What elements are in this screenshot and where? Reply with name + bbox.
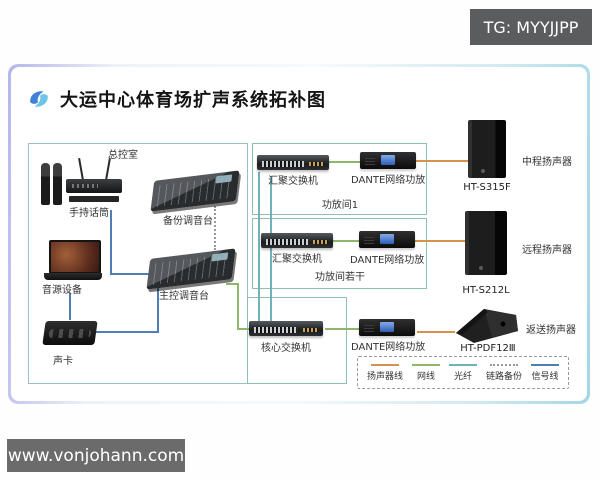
amp-room-n-label: 功放间若干 bbox=[315, 272, 365, 283]
tg-watermark-badge: TG: MYYJJPP bbox=[470, 9, 592, 45]
legend-label: 链路备份 bbox=[485, 371, 522, 382]
net-line-mixer-stub bbox=[226, 283, 238, 285]
net-line-room2 bbox=[331, 240, 359, 242]
aggregation-switch-2-label: 汇聚交换机 bbox=[272, 254, 322, 265]
legend-item-backup-line: 链路备份 bbox=[485, 363, 522, 382]
page-title: 大运中心体育场扩声系统拓补图 bbox=[60, 90, 326, 111]
speaker-monitor-model: HT-PDF12Ⅲ bbox=[460, 343, 516, 354]
handheld-mic-2 bbox=[53, 163, 62, 205]
control-room-label: 总控室 bbox=[108, 150, 138, 161]
legend-swatch-signal-line bbox=[530, 363, 559, 366]
aggregation-switch-1-label: 汇聚交换机 bbox=[268, 176, 318, 187]
main-mixer-label: 主控调音台 bbox=[159, 291, 209, 302]
legend-item-fiber-line: 光纤 bbox=[448, 363, 477, 382]
tg-watermark-text: TG: MYYJJPP bbox=[483, 17, 579, 37]
core-switch-label: 核心交换机 bbox=[261, 343, 311, 354]
signal-line-mic-right bbox=[110, 273, 150, 275]
core-switch bbox=[249, 321, 323, 336]
speaker-mid-throw-model: HT-S315F bbox=[463, 182, 511, 193]
audio-source-label: 音源设备 bbox=[42, 285, 82, 296]
signal-line-soundcard-right bbox=[96, 331, 159, 333]
net-line-to-core bbox=[237, 328, 249, 330]
legend-item-speaker-line: 扬声器线 bbox=[367, 363, 404, 382]
amp-room-n-box bbox=[252, 218, 427, 289]
speaker-long-throw-label: 远程扬声器 bbox=[522, 245, 572, 256]
legend-swatch-backup-line bbox=[489, 363, 518, 366]
speaker-line-2 bbox=[415, 240, 465, 242]
legend-swatch-net-line bbox=[412, 363, 440, 366]
dante-amp-1-label: DANTE网络功放 bbox=[351, 175, 426, 186]
speaker-mid-throw-label: 中程扬声器 bbox=[522, 157, 572, 168]
wireless-receiver bbox=[66, 179, 122, 193]
net-line-mixer-down bbox=[237, 283, 239, 330]
amp-room-1-box bbox=[252, 143, 427, 215]
legend-swatch-fiber-line bbox=[448, 363, 477, 366]
brand-logo-icon bbox=[30, 91, 48, 107]
audio-source-laptop bbox=[44, 240, 102, 280]
legend-item-net-line: 网线 bbox=[412, 363, 440, 382]
speaker-long-throw bbox=[465, 211, 507, 275]
control-room-box bbox=[28, 143, 248, 384]
legend-label: 光纤 bbox=[453, 371, 472, 382]
speaker-mid-throw bbox=[468, 120, 506, 178]
diagram-title-row: 大运中心体育场扩声系统拓补图 bbox=[26, 86, 326, 112]
legend-item-signal-line: 信号线 bbox=[530, 363, 559, 382]
legend-swatch-speaker-line bbox=[371, 363, 399, 366]
legend-box: 扬声器线 网线 光纤 链路备份 信号线 bbox=[357, 356, 569, 389]
website-text: www.vonjohann.com bbox=[7, 445, 185, 466]
core-switch-box bbox=[247, 297, 347, 384]
speaker-line-1 bbox=[414, 160, 468, 162]
aggregation-switch-2 bbox=[261, 233, 333, 248]
signal-line-laptop-soundcard bbox=[69, 293, 71, 320]
signal-line-soundcard-up bbox=[157, 274, 159, 333]
wireless-receiver-unit2 bbox=[69, 196, 119, 202]
speaker-line-3 bbox=[417, 331, 455, 333]
dante-amp-1 bbox=[360, 152, 416, 169]
net-line-core-amp bbox=[325, 328, 359, 330]
fiber-line-1 bbox=[258, 172, 260, 322]
sound-card-label: 声卡 bbox=[53, 356, 73, 367]
dante-amp-2 bbox=[359, 231, 415, 248]
legend-label: 扬声器线 bbox=[367, 371, 404, 382]
legend-label: 信号线 bbox=[531, 371, 559, 382]
handheld-mic-1 bbox=[41, 163, 50, 205]
signal-line-mic-down bbox=[110, 210, 112, 274]
amp-room-1-label: 功放间1 bbox=[321, 200, 359, 211]
speaker-long-throw-model: HT-S212L bbox=[462, 285, 510, 296]
aggregation-switch-1 bbox=[257, 155, 329, 170]
mic-label: 手持话筒 bbox=[69, 208, 109, 219]
backup-mixer-label: 备份调音台 bbox=[163, 216, 213, 227]
speaker-monitor-label: 返送扬声器 bbox=[526, 325, 576, 336]
dante-amp-3-label: DANTE网络功放 bbox=[351, 342, 426, 353]
dante-amp-3 bbox=[359, 319, 415, 336]
speaker-monitor-wedge bbox=[456, 309, 518, 343]
net-line-room1 bbox=[329, 161, 360, 163]
legend-label: 网线 bbox=[416, 371, 435, 382]
backup-link-line bbox=[214, 206, 216, 250]
dante-amp-2-label: DANTE网络功放 bbox=[350, 255, 425, 266]
fiber-line-2 bbox=[270, 176, 272, 322]
website-badge: www.vonjohann.com bbox=[7, 439, 185, 472]
sound-card bbox=[42, 321, 98, 345]
